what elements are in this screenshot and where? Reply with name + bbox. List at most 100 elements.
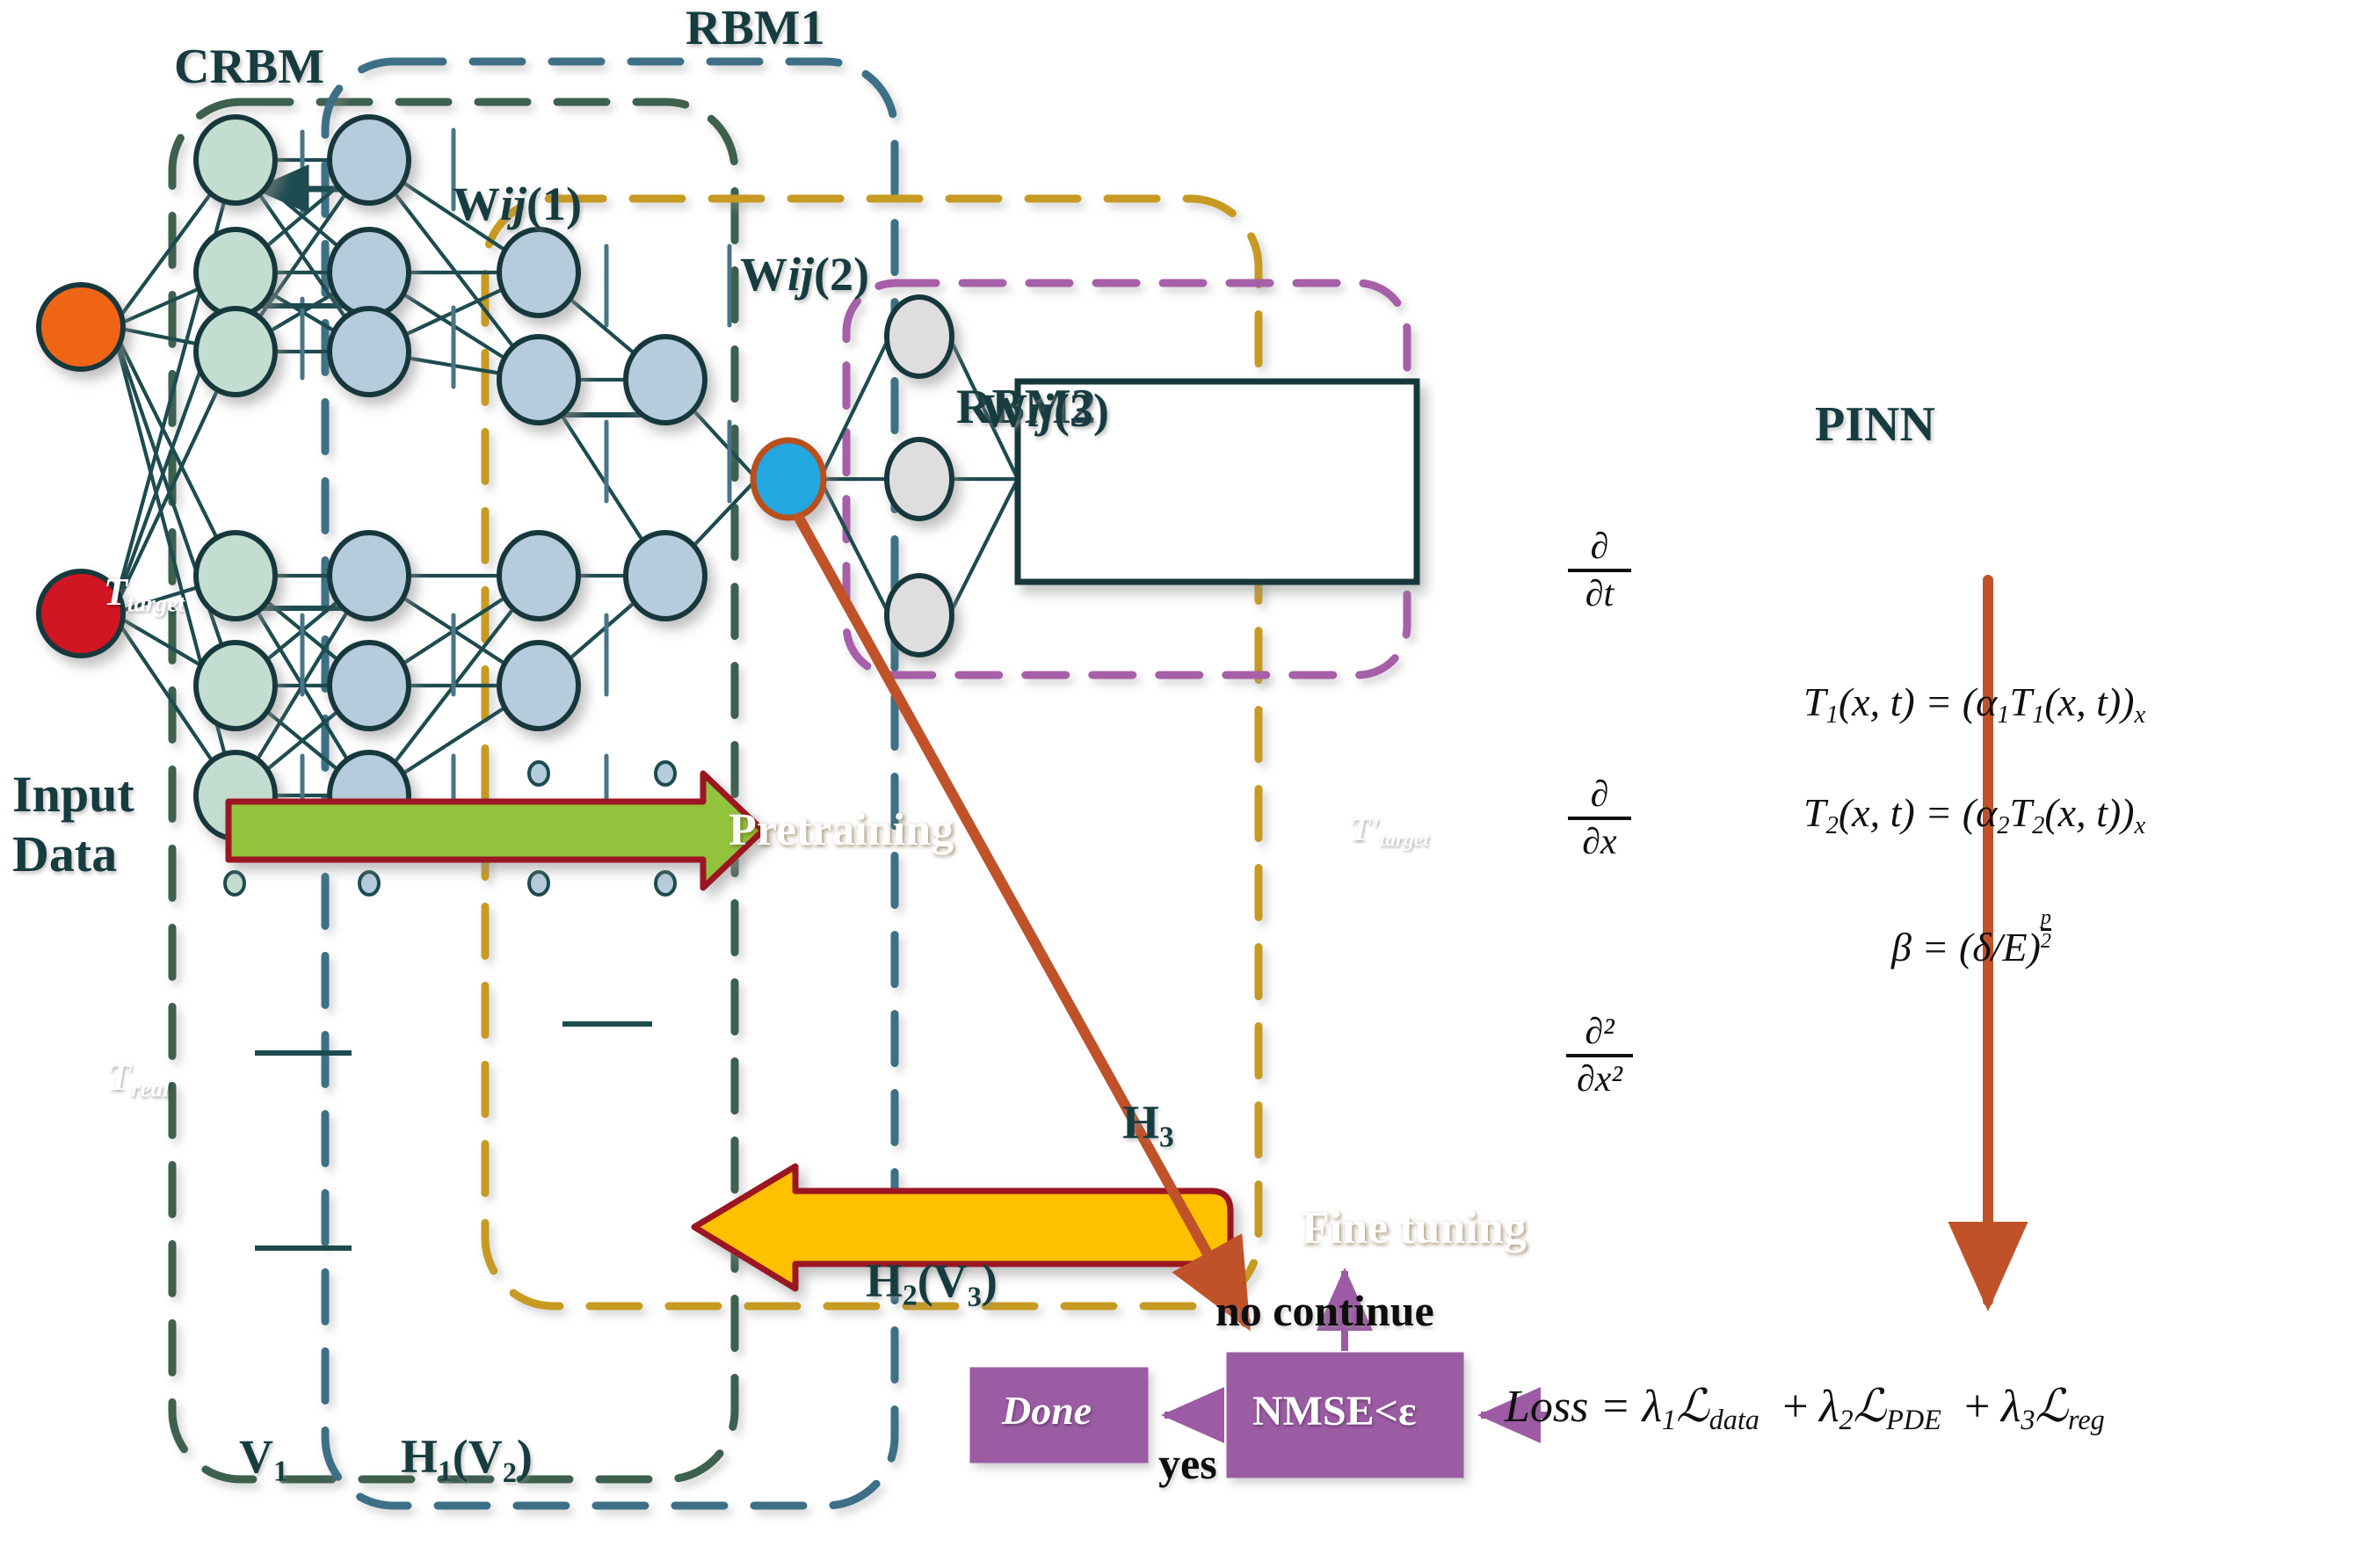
eq3-exp-den: 2 <box>2040 928 2051 953</box>
h2-main: H <box>866 1254 903 1307</box>
yes-label: yes <box>1158 1439 1217 1488</box>
loss-plus-1: + <box>1779 1382 1811 1432</box>
equation-line-1: T1(x, t) = (α1T1(x, t))x <box>1803 679 2145 730</box>
eq1-tail: (x, t)) <box>2044 679 2135 724</box>
h2-paren: (V₃) <box>917 1254 998 1307</box>
loss-term-1-L: ℒ <box>1676 1382 1709 1432</box>
loss-plus-2: + <box>1961 1382 1992 1432</box>
eq2-alpha-sub: 2 <box>1997 811 2010 839</box>
w2-ij: ij <box>787 248 815 301</box>
eq2-t2-sub: 2 <box>2032 811 2045 839</box>
loss-eq: = <box>1588 1382 1643 1432</box>
eq1-lhs-sub: 1 <box>1825 701 1839 729</box>
deriv-node-d-dx: ∂ ∂x <box>1543 775 1656 861</box>
d-dt-den: ∂t <box>1585 574 1614 615</box>
eq2-lhs: T <box>1803 790 1826 835</box>
arrow-tprime-to-loss <box>794 512 1251 1332</box>
eq2-args: (x, t) = ( <box>1838 790 1977 835</box>
loss-expression: Loss = λ1ℒdata +λ2ℒPDE +λ3ℒreg <box>1505 1380 2105 1436</box>
input-data-line1: Input <box>12 766 134 823</box>
h-connector-bars <box>255 303 652 1251</box>
weight-label-w2: Wij(2) <box>740 251 869 298</box>
loss-term-2-lam: λ <box>1819 1382 1839 1432</box>
w1-arg: (1) <box>526 178 582 230</box>
derivative-nodes <box>884 294 954 657</box>
h1-sub: 1 <box>438 1455 453 1488</box>
eq1-alpha: α <box>1976 679 1998 724</box>
w3-ij: ij <box>1027 384 1055 437</box>
d-dt-num: ∂ <box>1590 526 1609 567</box>
loss-term-1-lam-sub: 1 <box>1662 1404 1677 1436</box>
node-t-prime-target <box>750 437 827 521</box>
nmse-box <box>1226 1352 1464 1478</box>
eq1-args: (x, t) = ( <box>1838 679 1977 724</box>
equation-box <box>1014 378 1420 585</box>
eq2-tail-sub: x <box>2134 811 2146 839</box>
eq2-lhs-sub: 2 <box>1825 811 1839 839</box>
d2-dx2-num: ∂² <box>1585 1012 1614 1052</box>
d-dx-den: ∂x <box>1582 822 1617 863</box>
eq3-exponent: p 2 <box>2040 907 2051 953</box>
layer-label-h1: H1(V₂) <box>401 1433 533 1486</box>
loss-name: Loss <box>1505 1382 1589 1432</box>
eq1-tail-sub: x <box>2134 701 2146 729</box>
loss-term-3-lam: λ <box>2000 1382 2021 1432</box>
input-data-line2: Data <box>12 825 118 883</box>
eq3-close: ) <box>2027 924 2041 969</box>
loss-term-1-lam: λ <box>1642 1382 1663 1432</box>
eq1-lhs: T <box>1803 679 1826 724</box>
nmse-box-label: NMSE<ε <box>1252 1388 1417 1434</box>
w1-ij: ij <box>500 178 527 230</box>
loss-term-2-L-sub: PDE <box>1886 1404 1941 1436</box>
pretraining-label: Pretraining <box>729 805 954 855</box>
eq2-tail: (x, t)) <box>2044 790 2135 835</box>
w2-arg: (2) <box>814 248 869 301</box>
group-label-rbm1: RBM1 <box>686 1 825 55</box>
w2-base: W <box>740 248 787 301</box>
no-continue-label: no continue <box>1215 1286 1434 1335</box>
done-box <box>969 1367 1149 1463</box>
v1-sub: 1 <box>273 1455 288 1488</box>
finetuning-label: Fine tuning <box>1302 1203 1527 1253</box>
h3-main: H <box>1122 1096 1160 1149</box>
eq1-t2-sub: 1 <box>2032 701 2045 729</box>
flow-arrows-purple <box>1161 1267 1547 1443</box>
input-node-t-target <box>36 282 126 372</box>
fraction-bar-2 <box>1568 817 1631 821</box>
eq3-delta: δ <box>1972 924 1992 969</box>
deriv-node-d2-dx2: ∂² ∂x² <box>1543 1013 1656 1099</box>
input-data-label: Input Data <box>12 765 134 885</box>
loss-term-3-L-sub: reg <box>2068 1404 2105 1436</box>
visible-layer-nodes <box>193 114 278 841</box>
input-node-t-real <box>36 569 126 658</box>
layer-label-v1: V1 <box>239 1433 288 1486</box>
w1-base: W <box>453 178 500 230</box>
group-frame-rbm1 <box>321 57 899 1510</box>
group-frame-rbm2 <box>481 194 1263 1311</box>
eq3-slash: / <box>1991 924 2003 969</box>
orange-arrows <box>794 512 2028 1332</box>
fraction-bar-3 <box>1566 1054 1633 1058</box>
loss-term-3-lam-sub: 3 <box>2021 1404 2035 1436</box>
loss-term-2-lam-sub: 2 <box>1839 1404 1854 1436</box>
eq3-beta: β <box>1891 924 1912 969</box>
eq1-alpha-sub: 1 <box>1997 701 2010 729</box>
w3-base: W <box>980 384 1027 437</box>
layer-label-h2: H2(V₃) <box>866 1257 998 1311</box>
eq3-E: E <box>2002 924 2028 969</box>
loss-term-2-L: ℒ <box>1853 1382 1887 1432</box>
eq2-alpha: α <box>1976 790 1998 835</box>
h1-main: H <box>401 1430 439 1483</box>
group-label-pinn: PINN <box>1815 397 1935 452</box>
equation-line-2: T2(x, t) = (α2T2(x, t))x <box>1803 789 2145 840</box>
eq2-t2: T <box>2009 790 2033 835</box>
group-label-rbm2: RBM2 <box>956 380 1096 434</box>
weight-label-w1: Wij(1) <box>453 180 582 228</box>
equation-line-3: β = (δ/E) p 2 <box>1891 907 2051 970</box>
d-dx-num: ∂ <box>1590 774 1609 815</box>
h2-sub: 2 <box>903 1279 918 1312</box>
h3-sub: 3 <box>1159 1121 1174 1154</box>
pretraining-arrow <box>225 770 766 891</box>
eq3-eq: = ( <box>1911 924 1973 969</box>
